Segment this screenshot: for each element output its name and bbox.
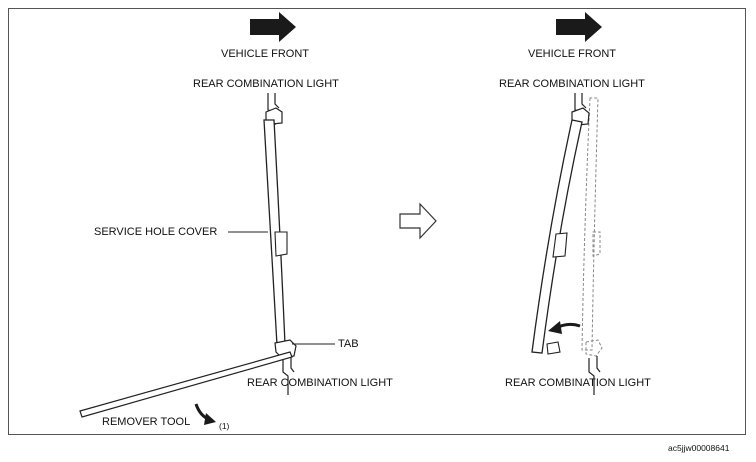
body-panel-bottom-left	[282, 356, 295, 395]
vehicle-front-label-right: VEHICLE FRONT	[528, 48, 617, 60]
middle-tab-left	[274, 231, 288, 257]
rear-combination-light-bottom-label-right: REAR COMBINATION LIGHT	[505, 377, 651, 389]
bottom-clip-right	[546, 341, 561, 355]
figure-id: ac5jjw00008641	[668, 443, 730, 453]
transition-arrow	[399, 202, 437, 240]
figure-frame	[8, 8, 746, 435]
vehicle-front-arrow-left	[250, 12, 296, 42]
vehicle-front-label-left: VEHICLE FRONT	[221, 48, 310, 60]
service-hole-cover-label: SERVICE HOLE COVER	[94, 226, 218, 238]
rotation-arrow-head	[204, 413, 216, 425]
step-number-label: (1)	[219, 421, 230, 431]
vehicle-front-arrow-right	[556, 12, 602, 42]
original-position-dashed	[581, 97, 599, 351]
remover-tool	[79, 351, 293, 418]
rear-combination-light-bottom-label-left: REAR COMBINATION LIGHT	[247, 377, 393, 389]
body-panel-bottom-right	[588, 356, 601, 395]
tab-label: TAB	[338, 338, 359, 350]
rear-combination-light-top-label-right: REAR COMBINATION LIGHT	[499, 78, 645, 90]
removal-arrow-head	[548, 321, 562, 334]
middle-tab-right	[552, 232, 568, 258]
original-clip-dashed	[585, 339, 603, 357]
rear-combination-light-top-label-left: REAR COMBINATION LIGHT	[193, 78, 339, 90]
remover-tool-label: REMOVER TOOL	[102, 416, 191, 428]
